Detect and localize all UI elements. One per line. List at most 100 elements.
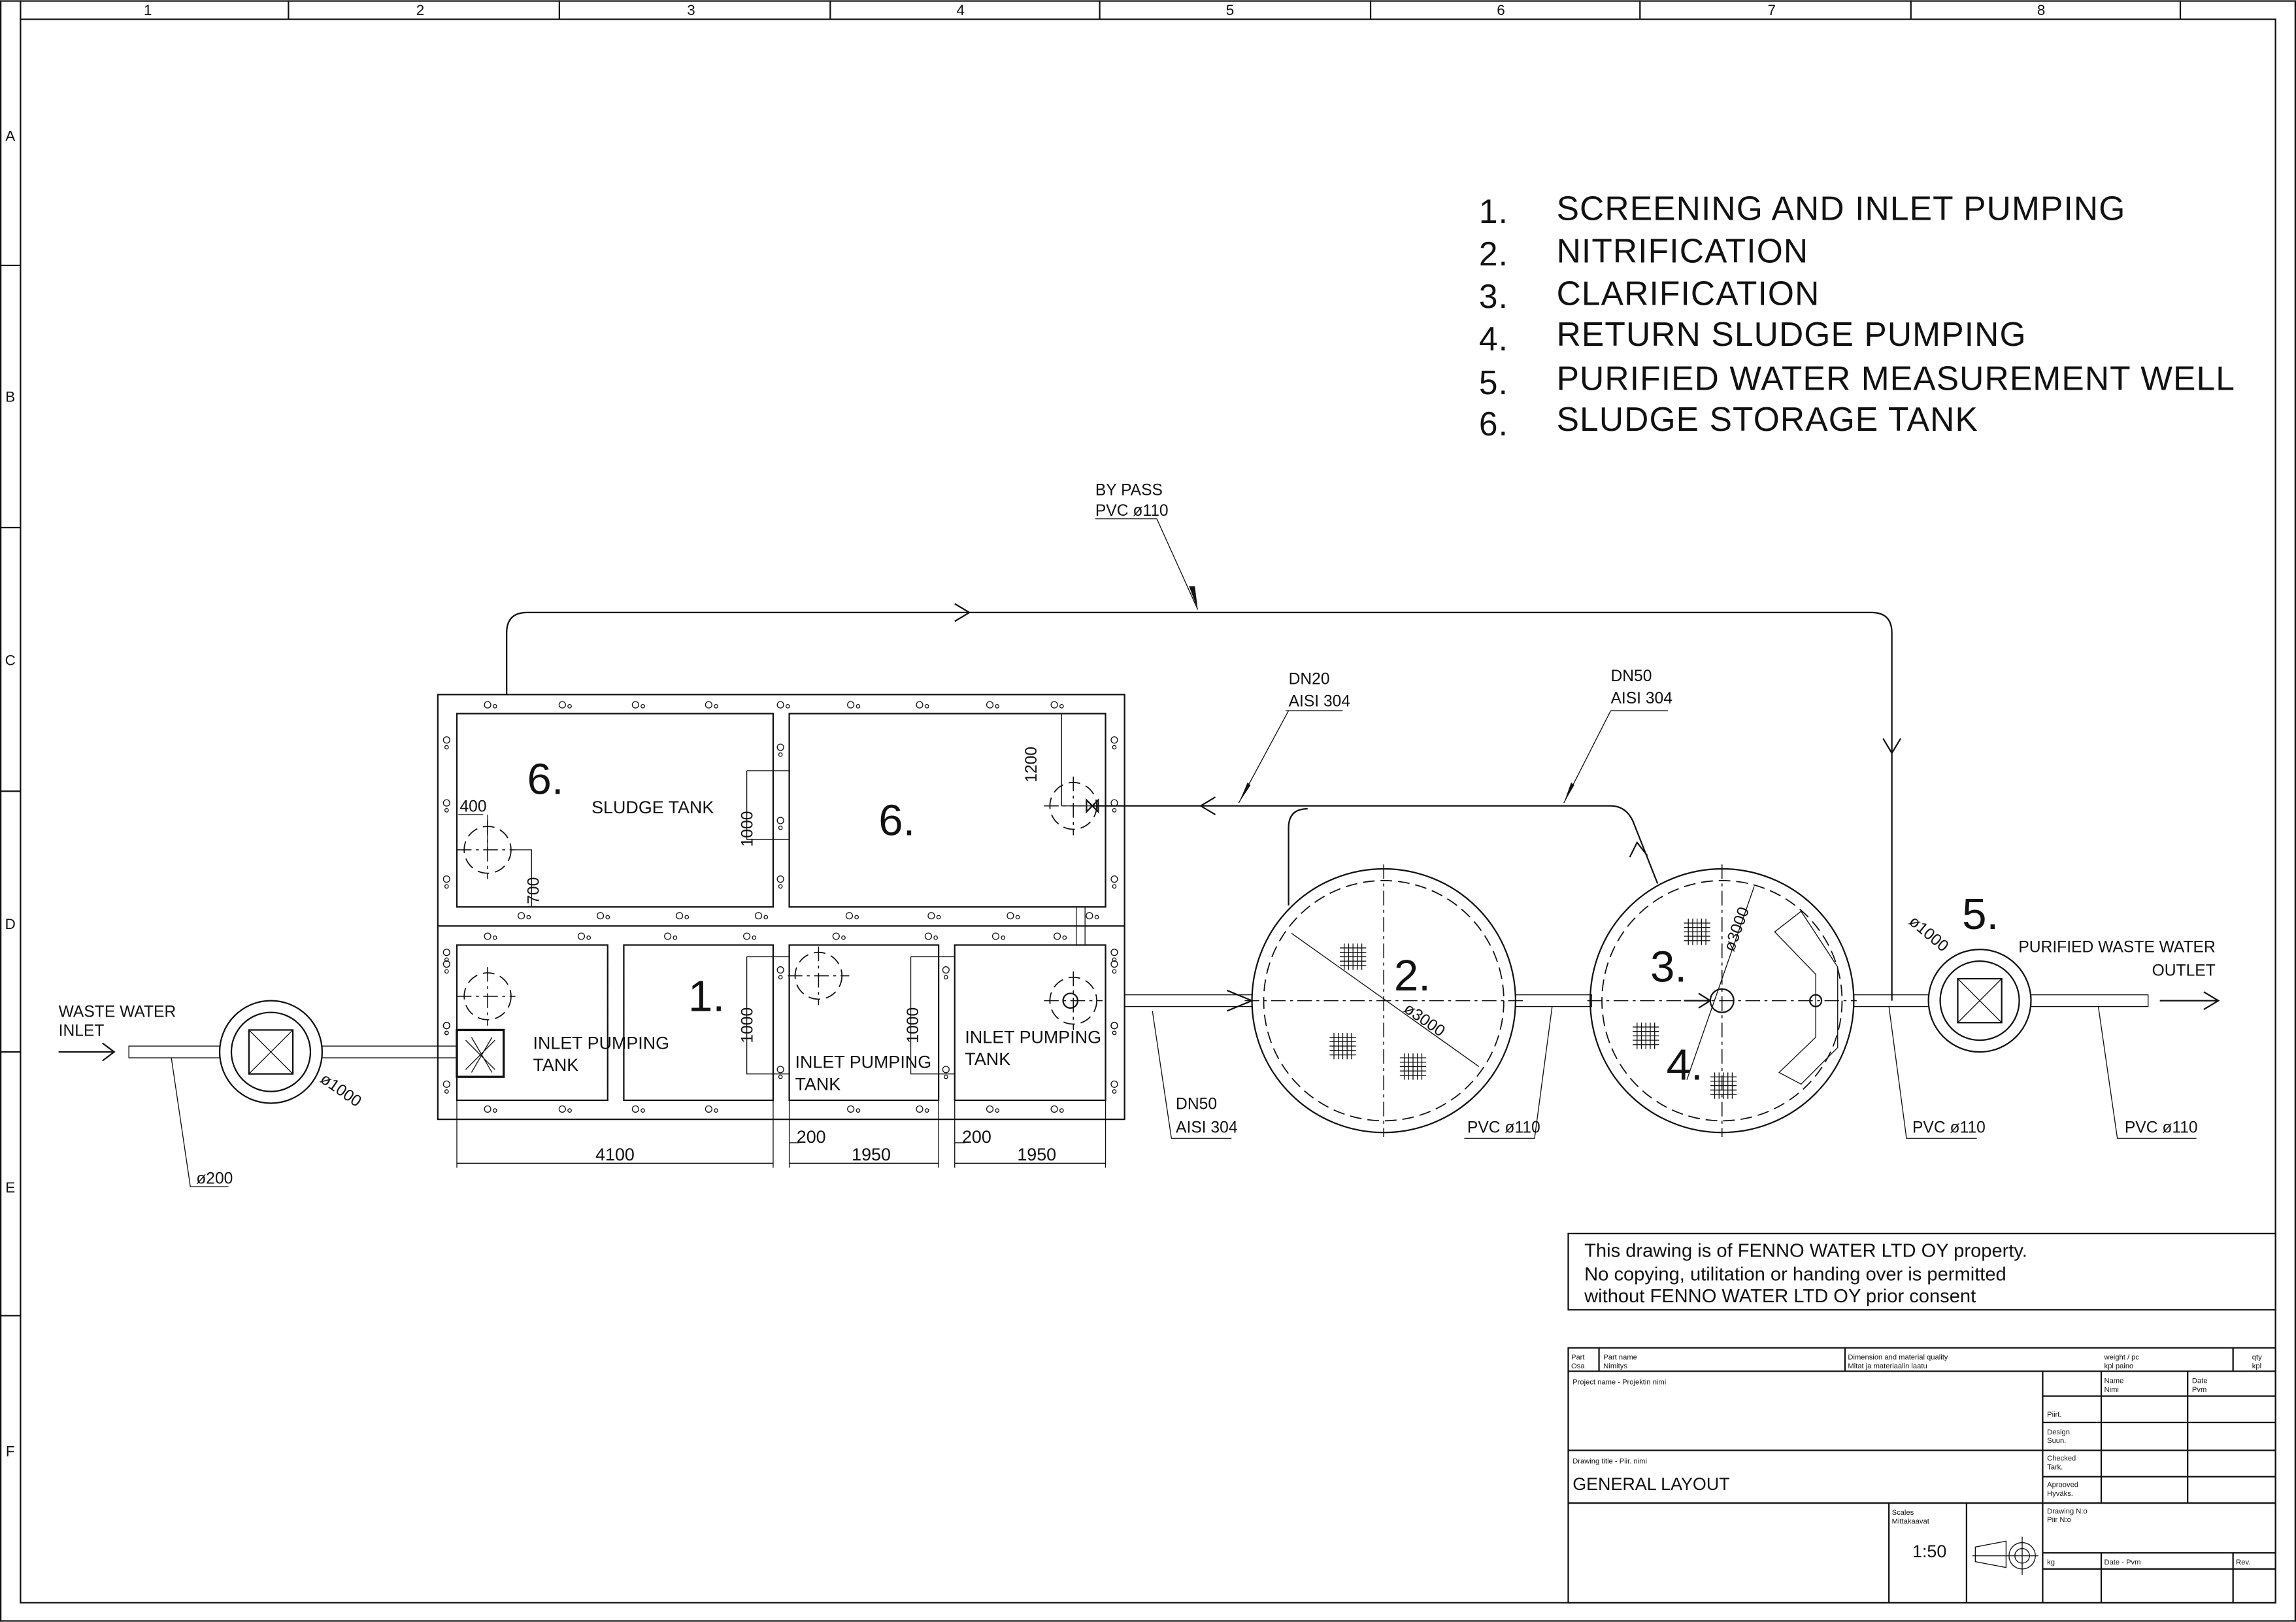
bolt: [943, 975, 948, 980]
bolt: [444, 808, 449, 813]
property-notice: This drawing is of FENNO WATER LTD OY pr…: [1567, 1232, 2276, 1311]
bolt: [986, 1105, 994, 1113]
bolt: [558, 1105, 566, 1113]
drawing-scale: 1:50: [1912, 1542, 1946, 1561]
bolt: [605, 915, 610, 920]
bolt: [778, 884, 783, 889]
inlet-label: WASTE WATER: [59, 1003, 176, 1021]
bolt: [1053, 932, 1061, 940]
column-label: 3: [687, 2, 695, 18]
bolt: [1110, 960, 1118, 968]
row-label: C: [5, 652, 16, 669]
pipe-label: DN20: [1289, 671, 1330, 688]
tank-label: TANK: [533, 1055, 579, 1075]
tank-label: INLET PUMPING: [533, 1034, 670, 1053]
bolt: [442, 1022, 450, 1030]
bolt: [1110, 799, 1118, 807]
dimension: 400: [459, 798, 486, 816]
pipe-label: PVC ø110: [1467, 1119, 1540, 1136]
tank-number: 1.: [688, 972, 725, 1021]
tank-label: TANK: [795, 1074, 841, 1094]
sludge-tank-b: [788, 713, 1106, 908]
notice-line: This drawing is of FENNO WATER LTD OY pr…: [1584, 1241, 2027, 1262]
bolt: [1094, 915, 1099, 920]
bolt: [1112, 957, 1117, 962]
bolt: [705, 1105, 712, 1113]
bolt: [641, 703, 645, 709]
bolt: [856, 703, 861, 709]
bolt: [1112, 745, 1117, 750]
tb-label: qty: [2252, 1354, 2262, 1362]
column-label: 1: [144, 2, 152, 18]
outlet-label: PURIFIED WASTE WATER: [2018, 939, 2215, 956]
tb-label: Name: [2105, 1377, 2124, 1385]
bolt: [778, 752, 783, 757]
bolt: [1007, 912, 1014, 920]
bolt: [1112, 1030, 1117, 1036]
bolt: [442, 1080, 450, 1088]
bolt: [631, 701, 639, 709]
bolt: [1059, 703, 1064, 709]
bolt: [776, 701, 784, 709]
return-sludge-pipe: [1091, 710, 1668, 906]
bolt: [924, 1108, 929, 1113]
inlet-tank-2: [788, 944, 940, 1102]
bolt: [442, 949, 450, 956]
tb-label: Tark.: [2047, 1464, 2063, 1472]
bolt: [763, 915, 769, 920]
bypass-pipe: [506, 518, 1902, 1001]
bolt: [841, 935, 846, 940]
tb-label: Design: [2047, 1428, 2070, 1436]
dimension: 1000: [739, 811, 757, 847]
tb-label: Nimitys: [1603, 1362, 1627, 1370]
pipe-label: DN50: [1176, 1095, 1217, 1113]
bolt: [631, 1105, 639, 1113]
tank-number: 3.: [1650, 943, 1687, 992]
bolt: [492, 935, 497, 940]
bolt: [442, 960, 450, 968]
bolt: [847, 1105, 855, 1113]
bolt: [847, 701, 855, 709]
bolt: [1110, 1022, 1118, 1030]
dimension: 200: [797, 1127, 826, 1147]
tb-label: Scales: [1892, 1509, 1914, 1517]
bolt: [444, 1089, 449, 1094]
pipe-label: AISI 304: [1176, 1119, 1237, 1136]
tank-label: SLUDGE TANK: [591, 798, 714, 817]
tb-label: Suun.: [2047, 1437, 2066, 1445]
bolt: [776, 817, 784, 824]
outlet-label: OUTLET: [2152, 962, 2216, 980]
bolt: [444, 957, 449, 962]
pipe-label: AISI 304: [1610, 690, 1672, 707]
bolt: [785, 703, 790, 709]
bolt: [778, 825, 783, 830]
pipe-label: PVC ø110: [1095, 502, 1169, 520]
bolt: [1059, 1108, 1064, 1113]
tb-label: Date: [2192, 1377, 2208, 1385]
bolt: [1110, 875, 1118, 883]
tb-label: Project name - Projektin nimi: [1572, 1379, 1666, 1387]
bolt: [942, 966, 950, 974]
tb-label: Date - Pvm: [2105, 1559, 2141, 1566]
bolt: [1015, 915, 1020, 920]
screen-icon: [456, 1028, 505, 1078]
tb-label: kg: [2047, 1559, 2055, 1566]
dimension: 1000: [739, 1007, 757, 1043]
bolt: [1110, 949, 1118, 956]
bolt: [1112, 808, 1117, 813]
bolt: [484, 1105, 491, 1113]
tb-label: Part: [1571, 1354, 1585, 1362]
pipe-label: PVC ø110: [2125, 1119, 2198, 1136]
diameter-label: ø1000: [317, 1070, 365, 1111]
bolt: [776, 875, 784, 883]
bolt: [1112, 884, 1117, 889]
column-label: 7: [1768, 2, 1776, 18]
bolt: [558, 701, 566, 709]
bolt: [916, 701, 923, 709]
bolt: [1110, 1080, 1118, 1088]
bolt: [927, 912, 935, 920]
title-block: Part Osa Part name Nimitys Dimension and…: [1567, 1347, 2276, 1604]
bolt: [567, 1108, 572, 1113]
column-label: 8: [2037, 2, 2045, 18]
